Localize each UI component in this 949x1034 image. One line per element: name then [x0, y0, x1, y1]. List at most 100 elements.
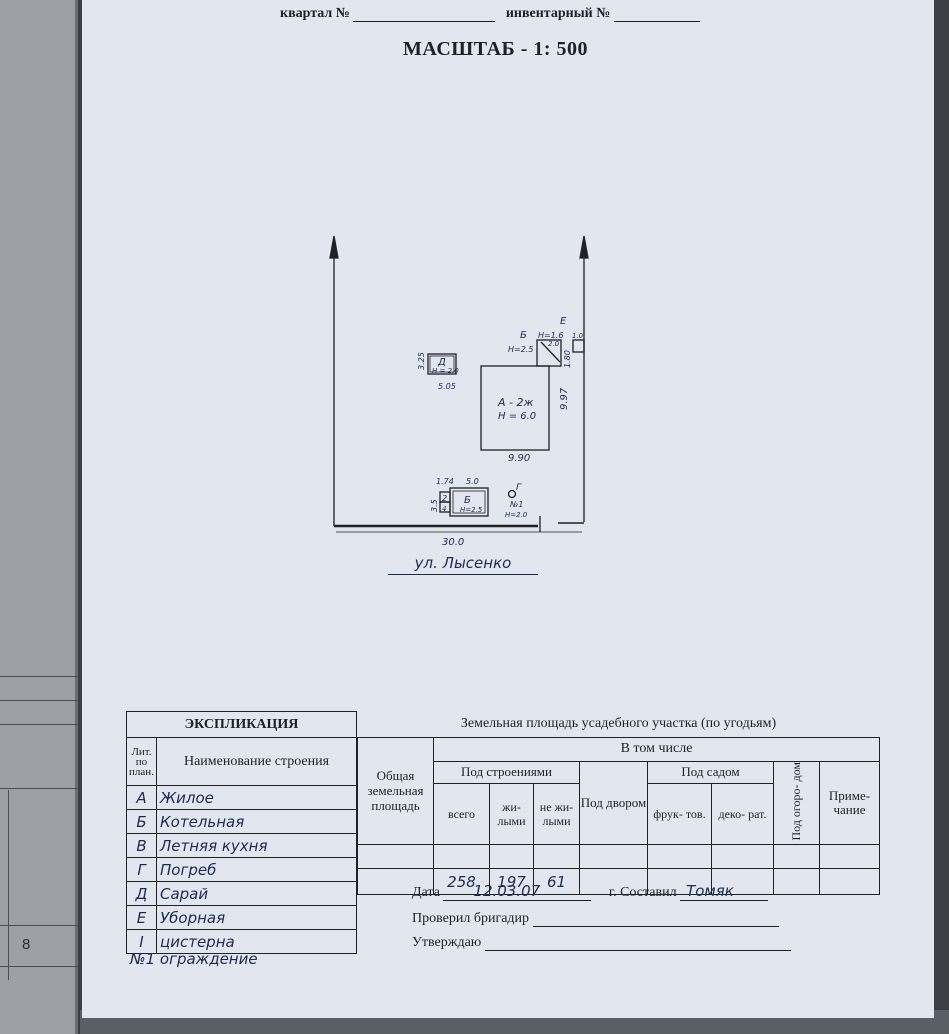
- empty-cell: [819, 844, 880, 870]
- boiler-hatch: [540, 341, 561, 363]
- header-line: квартал № инвентарный №: [280, 6, 700, 22]
- inventory-blank: [613, 8, 700, 22]
- outhouse-outline: [572, 339, 585, 353]
- kitchen-left-dim: 1.74: [436, 477, 454, 486]
- outhouse-height: Н=1.6: [538, 331, 563, 340]
- row-name: Сарай: [156, 881, 357, 906]
- kitchen-height: Н=2.5: [460, 506, 483, 514]
- row-lit: Д: [126, 881, 157, 906]
- residential-header: жи- лыми: [489, 783, 534, 846]
- row-lit: Г: [126, 857, 157, 882]
- col-lit-header: Лит. по план.: [126, 737, 157, 786]
- tank-marker: [507, 489, 517, 499]
- page-number: 8: [22, 936, 31, 953]
- house-outline: [480, 365, 550, 451]
- row-name: Котельная: [156, 809, 357, 834]
- form-line: [0, 788, 78, 789]
- fruit-header: фрук- тов.: [647, 783, 712, 846]
- all-header: всего: [433, 783, 490, 846]
- plot-width-dim: 30.0: [442, 537, 464, 548]
- empty-cell: [773, 844, 820, 870]
- shed-height: Н = 2.0: [432, 367, 459, 375]
- under-buildings-header: Под строениями: [433, 760, 580, 785]
- checked-line: Проверил бригадир: [412, 911, 779, 927]
- shed-width-dim: 5.05: [438, 382, 456, 391]
- nonresidential-header: не жи- лыми: [533, 783, 580, 846]
- empty-cell: [357, 844, 434, 870]
- form-line: [8, 790, 9, 980]
- yard-header: Под двором: [579, 760, 648, 846]
- north-arrow-right: [579, 235, 589, 259]
- total-area-header: Общая земельная площадь: [357, 736, 434, 846]
- including-header: В том числе: [433, 736, 880, 762]
- date-value: 12.03.07: [473, 882, 541, 900]
- empty-cell: [647, 868, 712, 896]
- area-nonresidential-value: 61: [533, 868, 580, 896]
- notes-header: Приме- чание: [819, 760, 880, 846]
- date-blank: 12.03.07: [443, 882, 592, 901]
- table-row: А Жилое: [126, 785, 357, 810]
- date-line: Дата 12.03.07 г. Составил Томяк: [412, 882, 769, 901]
- adjacent-page: 8: [0, 0, 78, 1034]
- form-line: [0, 724, 78, 725]
- dim-2: 1.80: [563, 350, 572, 368]
- table-row: Е Уборная: [126, 905, 357, 930]
- boiler-label: Б: [520, 330, 527, 341]
- empty-cell: [533, 844, 580, 870]
- row-lit: Б: [126, 809, 157, 834]
- row-name: цистерна: [156, 929, 357, 954]
- tank-label: Г: [516, 483, 522, 493]
- area-residential-value: 197: [489, 868, 534, 896]
- fence-note: №1 ограждение: [130, 950, 258, 968]
- boiler-outline: [536, 339, 562, 367]
- compiled-signature: Томяк: [686, 882, 734, 900]
- outhouse-label: Е: [560, 316, 567, 327]
- decor-header: деко- рат.: [711, 783, 774, 846]
- block-blank: [353, 8, 496, 22]
- dim-1: 1.0: [572, 332, 584, 340]
- vegetable-header: Под огоро- дом: [773, 760, 820, 846]
- table-row: Г Погреб: [126, 857, 357, 882]
- empty-cell: [433, 844, 490, 870]
- form-line: [0, 966, 78, 967]
- shed-inner: [429, 355, 455, 373]
- compiled-label: г. Составил: [608, 885, 677, 900]
- empty-cell: [711, 868, 774, 896]
- house-height: Н = 6.0: [498, 411, 536, 422]
- kitchen-depth-dim: 3.5: [430, 499, 439, 512]
- empty-cell: [819, 868, 880, 896]
- kitchen-label: Б: [464, 495, 471, 506]
- vegetable-header-text: Под огоро- дом: [789, 761, 803, 841]
- row-name: Уборная: [156, 905, 357, 930]
- row-name: Погреб: [156, 857, 357, 882]
- house-label: А - 2ж: [497, 396, 533, 409]
- explication-title: ЭКСПЛИКАЦИЯ: [126, 711, 357, 738]
- empty-cell: [489, 844, 534, 870]
- shed-depth-dim: 3.25: [417, 352, 426, 370]
- empty-cell: [773, 868, 820, 896]
- form-line: [0, 676, 78, 677]
- shed-label: Д: [437, 357, 446, 368]
- empty-cell: [579, 868, 648, 896]
- compiled-blank: Томяк: [680, 882, 769, 901]
- empty-cell: [579, 844, 648, 870]
- land-area-table: Земельная площадь усадебного участка (по…: [357, 711, 880, 896]
- kitchen-width-dim: 5.0: [466, 477, 479, 486]
- approved-blank: [484, 936, 791, 951]
- cellar-label: 2: [442, 494, 447, 503]
- form-line: [0, 700, 78, 701]
- house-depth-dim: 9.97: [559, 387, 570, 410]
- block-label: квартал №: [280, 6, 350, 21]
- cellar-outline-2: [439, 501, 451, 513]
- checked-blank: [532, 912, 779, 927]
- dim-3: 2.0: [548, 340, 560, 348]
- street-name: ул. Лысенко: [388, 554, 538, 575]
- north-arrow-left: [329, 235, 339, 259]
- table-row: І цистерна: [126, 929, 357, 954]
- kitchen-inner: [452, 490, 486, 514]
- table-row: Д Сарай: [126, 881, 357, 906]
- garden-header: Под садом: [647, 760, 774, 785]
- land-title: Земельная площадь усадебного участка (по…: [357, 711, 880, 738]
- row-lit: І: [126, 929, 157, 954]
